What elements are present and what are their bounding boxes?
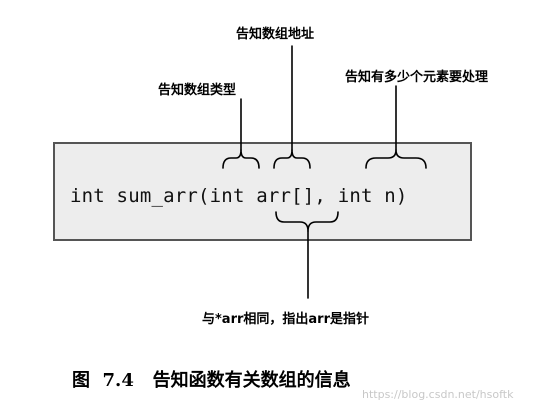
pointer-brace	[275, 211, 339, 232]
function-signature: int sum_arr(int arr[], int n)	[70, 185, 408, 207]
address-brace	[273, 149, 311, 169]
type-brace	[222, 149, 260, 169]
element-type-label: 告知数组类型	[158, 83, 237, 98]
figure-caption: 图 7.4 告知函数有关数组的信息	[72, 370, 351, 391]
element-count-label: 告知有多少个元素要处理	[345, 70, 489, 85]
count-brace	[365, 149, 427, 169]
watermark: https://blog.csdn.net/hsoftk	[362, 388, 514, 401]
pointer-note-label: 与*arr相同，指出arr是指针	[202, 312, 369, 327]
code-box: int sum_arr(int arr[], int n)	[53, 142, 472, 241]
array-address-label: 告知数组地址	[236, 27, 315, 42]
